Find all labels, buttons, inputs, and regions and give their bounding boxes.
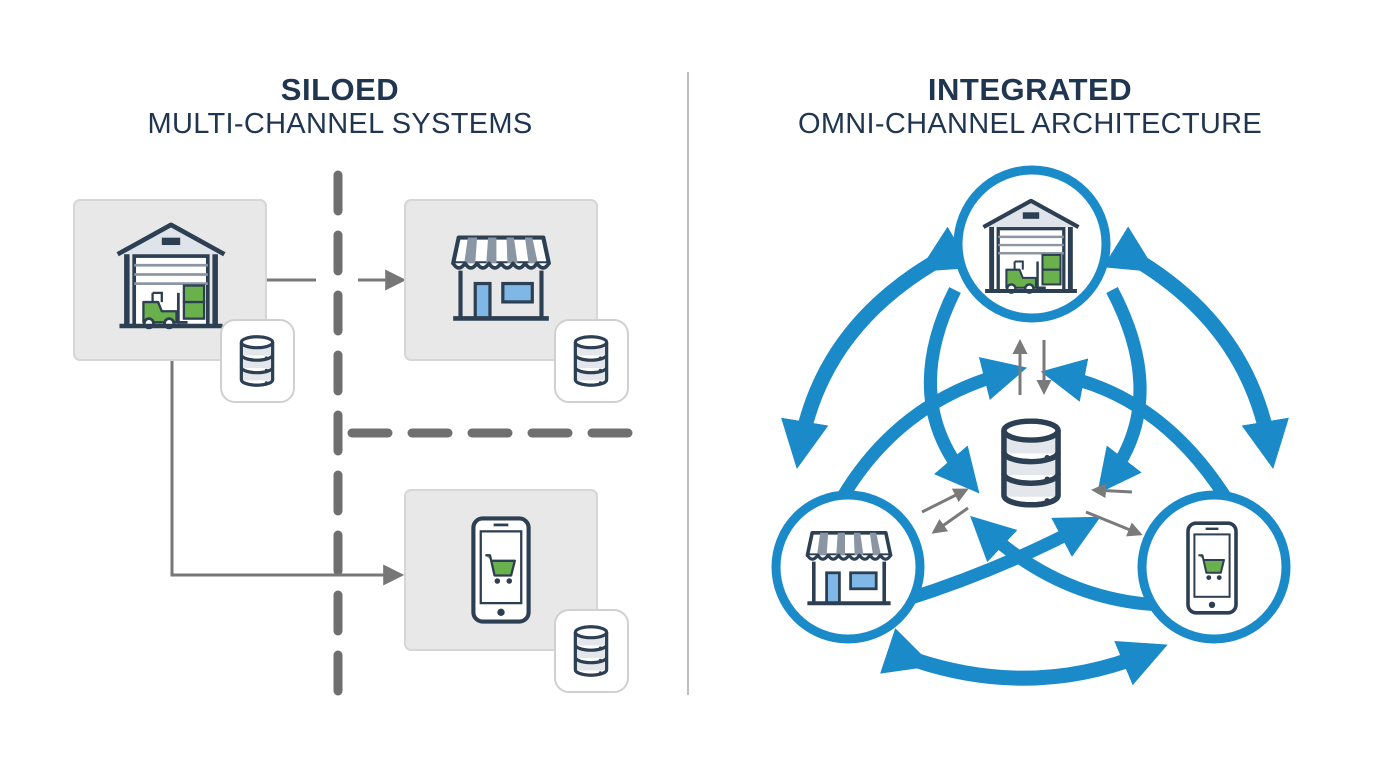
siloed-warehouse-node bbox=[73, 199, 295, 403]
left-panel-title: SILOED MULTI-CHANNEL SYSTEMS bbox=[40, 72, 640, 141]
arrow-warehouse-store-outer bbox=[781, 226, 973, 469]
hub-arrow-store-out bbox=[931, 506, 969, 534]
database-icon bbox=[573, 625, 609, 677]
siloed-panel bbox=[73, 170, 647, 697]
siloed-mobile-node bbox=[404, 489, 629, 693]
integrated-store-node bbox=[771, 490, 925, 644]
curve-store-to-mobile-inner bbox=[903, 516, 1101, 607]
curve-mobile-to-store-inner bbox=[970, 515, 1161, 612]
left-title-line1: SILOED bbox=[280, 72, 400, 107]
hub-arrow-mobile-out bbox=[1085, 510, 1143, 537]
curve-store-to-center bbox=[836, 357, 1028, 502]
arrow-to-mobile bbox=[170, 360, 405, 586]
database-icon bbox=[573, 335, 609, 387]
integrated-mobile-node bbox=[1137, 490, 1291, 644]
curve-warehouse-to-hub-left bbox=[923, 287, 980, 494]
hub-arrow-mobile-in bbox=[1091, 483, 1133, 499]
mobile-cart-icon bbox=[473, 518, 528, 621]
curve-warehouse-to-hub-right bbox=[1097, 286, 1147, 494]
mobile-cart-icon bbox=[1186, 521, 1238, 615]
integrated-panel bbox=[771, 165, 1291, 686]
arrow-warehouse-mobile-outer bbox=[1102, 226, 1289, 469]
siloed-store-node bbox=[404, 199, 629, 403]
right-title-line2: OMNI-CHANNEL ARCHITECTURE bbox=[797, 107, 1262, 140]
integrated-warehouse-node bbox=[953, 165, 1111, 323]
hub-arrow-store-in bbox=[921, 488, 969, 514]
database-icon bbox=[239, 335, 275, 387]
curve-mobile-to-center bbox=[1040, 358, 1232, 502]
left-title-line2: MULTI-CHANNEL SYSTEMS bbox=[147, 107, 533, 140]
right-panel-title: INTEGRATED OMNI-CHANNEL ARCHITECTURE bbox=[725, 72, 1335, 141]
arrow-store-mobile-outer bbox=[880, 628, 1168, 686]
right-title-line1: INTEGRATED bbox=[927, 72, 1133, 107]
database-icon bbox=[1004, 421, 1058, 505]
